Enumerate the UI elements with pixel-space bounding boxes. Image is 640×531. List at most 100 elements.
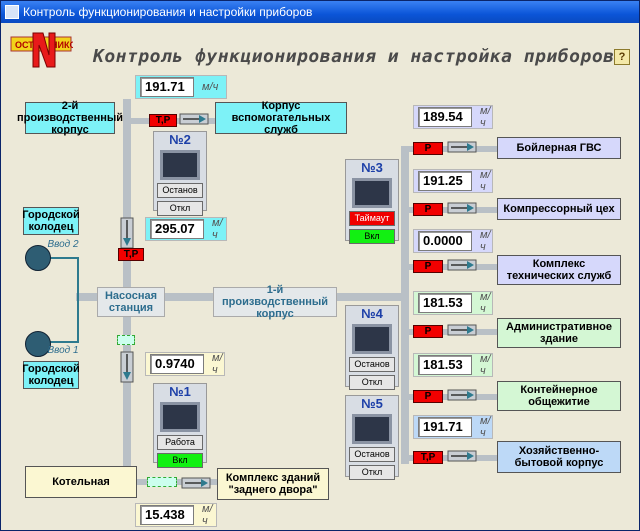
device-4: №4 Останов Откл: [345, 305, 399, 390]
device-2-off-button[interactable]: Откл: [157, 201, 203, 216]
device-2-stop-button[interactable]: Останов: [157, 183, 203, 198]
label-input-1: Ввод 1: [47, 345, 79, 356]
label-dest-household: Хозяйственно-бытовой корпус: [497, 441, 621, 473]
vertical-valve-icon[interactable]: [119, 217, 135, 249]
label-dest-admin: Административное здание: [497, 318, 621, 348]
device-3-screen-icon: [352, 178, 392, 208]
device-4-off-button[interactable]: Откл: [349, 375, 395, 390]
meter-unit: м/ч: [202, 503, 213, 527]
label-well-1: Городской колодец: [22, 361, 80, 389]
tag-tp: Т,Р: [118, 248, 144, 261]
device-5-stop-button[interactable]: Останов: [349, 447, 395, 462]
tag-p: Р: [413, 203, 443, 216]
meter-value: 191.25: [418, 171, 472, 191]
well-2-icon: [25, 245, 51, 271]
device-1-status-button[interactable]: Работа: [157, 435, 203, 450]
valve-icon[interactable]: [447, 385, 477, 405]
label-pump-station: Насосная станция: [97, 287, 165, 317]
meter-value: 295.07: [150, 219, 204, 239]
device-2-screen-icon: [160, 150, 200, 180]
meter-value: 191.71: [140, 77, 194, 97]
label-aux: Корпус вспомогательных служб: [215, 100, 347, 136]
meter-value: 0.9740: [150, 354, 204, 374]
device-3-on-button[interactable]: Вкл: [349, 229, 395, 244]
sensor-icon: [147, 477, 177, 487]
valve-icon[interactable]: [447, 198, 477, 218]
meter-unit: м/ч: [480, 291, 491, 315]
device-4-screen-icon: [352, 324, 392, 354]
device-5-screen-icon: [352, 414, 392, 444]
valve-icon[interactable]: [447, 446, 477, 466]
label-dest-tech-services: Комплекс технических служб: [497, 255, 621, 285]
valve-icon[interactable]: [179, 109, 209, 129]
meter-value: 15.438: [140, 505, 194, 525]
title-bar: Контроль функционирования и настройки пр…: [1, 1, 639, 23]
sensor-icon: [117, 335, 135, 345]
right-collector-pipe: [401, 146, 409, 464]
help-button[interactable]: ?: [614, 49, 630, 65]
meter-value: 191.71: [418, 417, 472, 437]
device-2: №2 Останов Откл: [153, 131, 207, 216]
label-backyard: Комплекс зданий "заднего двора": [217, 468, 329, 500]
meter-box-r3: 0.0000 м/ч: [413, 229, 493, 253]
input1-line: [49, 341, 79, 343]
label-corp2: 2-й производственный корпус: [17, 100, 124, 136]
label-dest-boiler-gvs: Бойлерная ГВС: [497, 137, 621, 159]
device-2-title: №2: [169, 132, 191, 147]
label-corp1: 1-й производственный корпус: [213, 284, 337, 320]
meter-box-r5: 181.53 м/ч: [413, 353, 493, 377]
meter-box-r2: 191.25 м/ч: [413, 169, 493, 193]
meter-box-r6: 191.71 м/ч: [413, 415, 493, 439]
meter-unit: м/ч: [212, 217, 223, 241]
vertical-valve-icon[interactable]: [119, 351, 135, 383]
label-boiler-house: Котельная: [25, 466, 137, 498]
tag-p: Р: [413, 325, 443, 338]
valve-icon[interactable]: [447, 137, 477, 157]
meter-box-2: 295.07 м/ч: [145, 217, 227, 241]
meter-unit: м/ч: [480, 105, 491, 129]
meter-unit: м/ч: [480, 169, 491, 193]
device-1: №1 Работа Вкл: [153, 383, 207, 468]
device-3-timeout-button[interactable]: Таймаут: [349, 211, 395, 226]
label-dest-dormitory: Контейнерное общежитие: [497, 381, 621, 411]
device-1-title: №1: [169, 384, 191, 399]
meter-value: 181.53: [418, 293, 472, 313]
meter-unit: м/ч: [480, 229, 491, 253]
device-1-on-button[interactable]: Вкл: [157, 453, 203, 468]
meter-value: 181.53: [418, 355, 472, 375]
label-input-2: Ввод 2: [47, 239, 79, 250]
device-3: №3 Таймаут Вкл: [345, 159, 399, 244]
svg-text:ОСТЕ: ОСТЕ: [15, 40, 40, 50]
tag-tp: Т,Р: [149, 114, 177, 127]
meter-box-3: 0.9740 м/ч: [145, 352, 225, 376]
page-title: Контроль функционирования и настройка пр…: [93, 46, 615, 67]
main-pipe-vertical: [123, 99, 131, 471]
meter-box-4: 15.438 м/ч: [135, 503, 217, 527]
meter-unit: м/ч: [202, 81, 219, 93]
meter-box-r1: 189.54 м/ч: [413, 105, 493, 129]
meter-unit: м/ч: [212, 352, 223, 376]
tag-tp: Т,Р: [413, 451, 443, 464]
device-5-title: №5: [361, 396, 383, 411]
input2-line: [49, 257, 79, 259]
device-4-stop-button[interactable]: Останов: [349, 357, 395, 372]
device-5-off-button[interactable]: Откл: [349, 465, 395, 480]
meter-value: 189.54: [418, 107, 472, 127]
valve-icon[interactable]: [447, 320, 477, 340]
device-5: №5 Останов Откл: [345, 395, 399, 480]
label-well-2: Городской колодец: [22, 207, 80, 235]
device-1-screen-icon: [160, 402, 200, 432]
meter-box-top: 191.71 м/ч: [135, 75, 227, 99]
tag-p: Р: [413, 260, 443, 273]
label-dest-compressor: Компрессорный цех: [497, 198, 621, 220]
svg-text:НИКО: НИКО: [51, 40, 73, 50]
well-1-icon: [25, 331, 51, 357]
meter-box-r4: 181.53 м/ч: [413, 291, 493, 315]
meter-unit: м/ч: [480, 353, 491, 377]
valve-icon[interactable]: [181, 473, 211, 493]
valve-icon[interactable]: [447, 255, 477, 275]
device-3-title: №3: [361, 160, 383, 175]
company-logo: ОСТЕ НИКО: [10, 32, 73, 68]
tag-p: Р: [413, 142, 443, 155]
